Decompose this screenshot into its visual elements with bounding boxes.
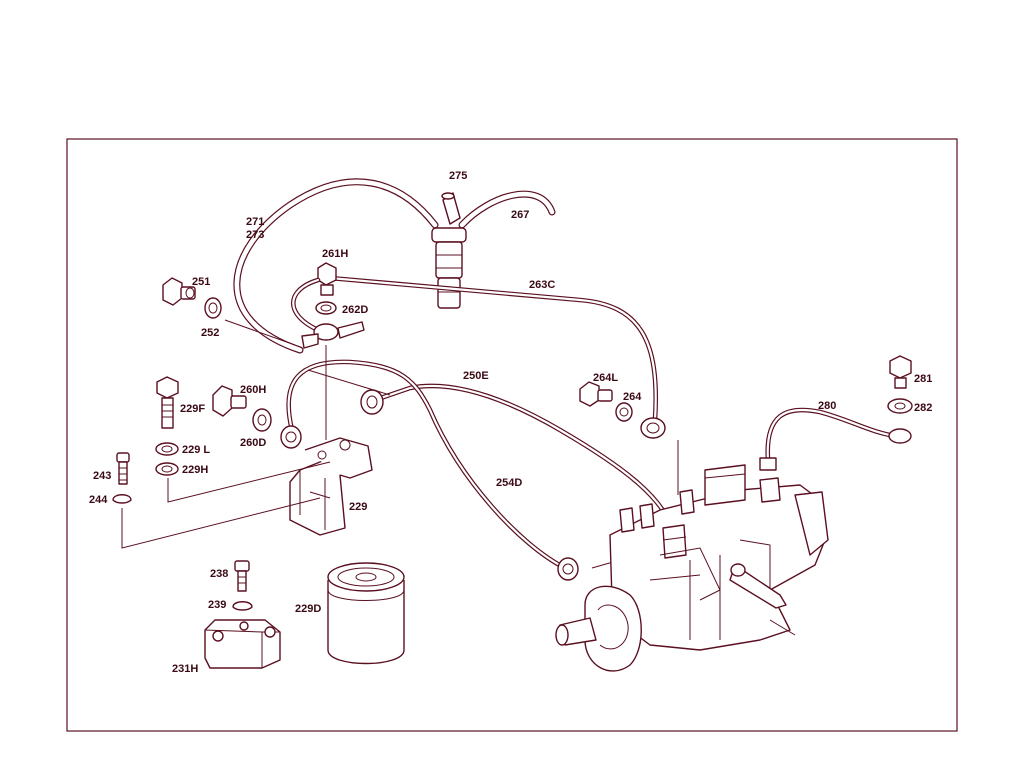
label-260D: 260D xyxy=(240,437,266,449)
label-252: 252 xyxy=(201,327,219,339)
banjo-end-254D-pump[interactable] xyxy=(557,557,579,581)
fuel-line-280[interactable] xyxy=(759,407,912,471)
label-229: 229 xyxy=(349,501,367,513)
label-264: 264 xyxy=(623,391,642,403)
banjo-end-263C[interactable] xyxy=(640,417,666,439)
hollow-bolt-261H[interactable] xyxy=(317,262,337,296)
washer-244[interactable] xyxy=(112,494,132,504)
label-239: 239 xyxy=(208,599,226,611)
label-281: 281 xyxy=(914,373,932,385)
label-243: 243 xyxy=(93,470,111,482)
banjo-end-254D-filter[interactable] xyxy=(280,425,302,449)
label-273: 273 xyxy=(246,229,264,241)
label-238: 238 xyxy=(210,568,228,580)
hollow-bolt-264L[interactable] xyxy=(579,381,613,407)
diagram-frame xyxy=(66,138,958,732)
label-229F: 229F xyxy=(180,403,205,415)
label-280: 280 xyxy=(818,400,836,412)
injection-pump[interactable] xyxy=(555,464,829,672)
label-254D: 254D xyxy=(496,477,522,489)
bracket-231H[interactable] xyxy=(204,619,281,669)
fuel-line-254D[interactable] xyxy=(286,359,568,571)
label-229H: 229H xyxy=(182,464,208,476)
seal-ring-229H[interactable] xyxy=(155,462,179,476)
label-229L: 229 L xyxy=(182,444,210,456)
label-275: 275 xyxy=(449,170,467,182)
seal-ring-262D[interactable] xyxy=(315,301,337,315)
seal-ring-260D[interactable] xyxy=(252,408,272,432)
t-connector-valve[interactable] xyxy=(431,227,467,309)
washer-239[interactable] xyxy=(232,601,253,611)
label-271: 271 xyxy=(246,216,264,228)
label-244: 244 xyxy=(89,494,108,506)
label-231H: 231H xyxy=(172,663,198,675)
seal-ring-229L[interactable] xyxy=(155,442,179,456)
label-260H: 260H xyxy=(240,384,266,396)
label-250E: 250E xyxy=(463,370,489,382)
label-267: 267 xyxy=(511,209,529,221)
fuel-filter-229D[interactable] xyxy=(327,562,405,665)
seal-ring-252[interactable] xyxy=(204,297,222,319)
label-261H: 261H xyxy=(322,248,348,260)
part-labels: 275 267 271 273 261H 262D 251 252 263C 2… xyxy=(89,170,932,675)
seal-ring-264[interactable] xyxy=(615,402,633,422)
label-262D: 262D xyxy=(342,304,368,316)
leader-lines xyxy=(121,319,679,569)
hose-275[interactable] xyxy=(441,192,461,225)
hollow-bolt-281[interactable] xyxy=(889,355,912,389)
hollow-bolt-260H[interactable] xyxy=(212,385,247,417)
label-263C: 263C xyxy=(529,279,555,291)
screw-238[interactable] xyxy=(234,560,250,592)
hollow-bolt-251[interactable] xyxy=(162,277,196,306)
return-hose-271-273[interactable] xyxy=(233,178,439,354)
label-282: 282 xyxy=(914,402,932,414)
fuel-line-263C[interactable] xyxy=(327,275,658,423)
return-hose-267[interactable] xyxy=(458,190,556,229)
hollow-bolt-229F[interactable] xyxy=(156,376,179,429)
label-264L: 264L xyxy=(593,372,618,384)
banjo-end-250E[interactable] xyxy=(360,389,384,415)
screw-243[interactable] xyxy=(116,452,130,485)
filter-bracket-229[interactable] xyxy=(289,437,373,536)
label-229D: 229D xyxy=(295,603,321,615)
fuel-line-250E[interactable] xyxy=(372,383,678,543)
leak-off-fitting[interactable] xyxy=(290,277,365,349)
label-251: 251 xyxy=(192,276,210,288)
seal-ring-282[interactable] xyxy=(887,398,913,414)
